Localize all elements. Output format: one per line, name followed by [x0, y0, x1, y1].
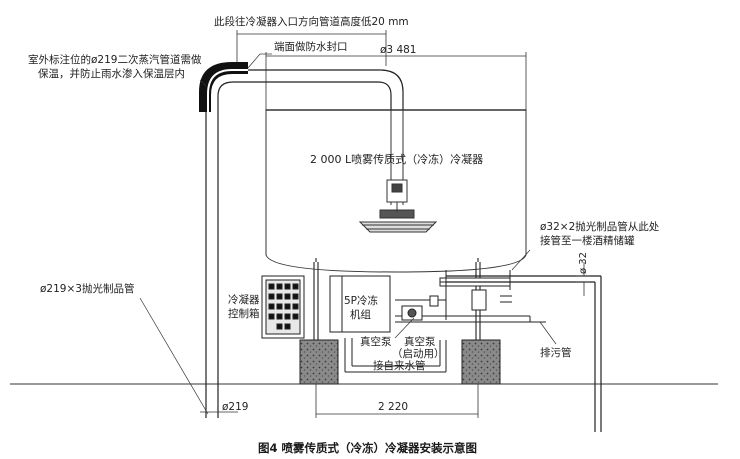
leader-lines	[139, 53, 557, 415]
drain-label: 排污管	[540, 346, 572, 359]
controller-label-line2: 控制箱	[228, 307, 260, 320]
tap-water-label: 接自来水管	[373, 359, 426, 372]
pipe-insulation	[199, 62, 248, 112]
top-note-label: 此段往冷凝器入口方向管道高度低20 mm	[214, 15, 409, 28]
dim-2220-label: 2 220	[378, 401, 408, 413]
pipe-219-label: ø219	[222, 401, 248, 413]
chiller-unit	[329, 275, 391, 333]
top-dimension-bracket	[236, 30, 387, 66]
control-box	[261, 275, 305, 339]
end-seal-label: 端面做防水封口	[274, 40, 348, 53]
width-dimension-line	[265, 52, 527, 110]
pipe-219x3-label: ø219×3抛光制品管	[40, 282, 134, 295]
controller-label-line1: 冷凝器	[228, 293, 260, 306]
spray-head	[358, 110, 438, 233]
chiller-label-line1: 5P冷冻	[344, 294, 379, 307]
transfer-pipe-32	[446, 275, 602, 432]
vacuum-pump-label: 真空泵	[360, 335, 392, 348]
figure-caption: 图4 喷雾传质式（冷冻）冷凝器安装示意图	[258, 441, 477, 455]
outdoor-note-line1: 室外标注位的ø219二次蒸汽管道需做	[28, 53, 202, 66]
foundation-left	[299, 339, 339, 385]
bottom-pipework	[344, 270, 546, 373]
foundation-right	[461, 339, 501, 385]
chiller-label-line2: 机组	[350, 308, 371, 321]
vacuum-pump-start-label-line2: （启动用）	[392, 347, 445, 360]
dim-32-marks	[576, 262, 590, 296]
tank-title-label: 2 000 L喷雾传质式（冷冻）冷凝器	[310, 152, 483, 166]
dim-2220-line	[315, 384, 479, 418]
outdoor-note-line2: 保温，并防止雨水渗入保温层内	[38, 67, 185, 80]
pipe-note-line1: ø32×2抛光制品管从此处	[540, 220, 660, 233]
width-3481-label: ø3 481	[380, 44, 416, 56]
pipe-note-line2: 接管至一楼酒精储罐	[540, 234, 635, 247]
pipe-32-label: ø 32	[578, 252, 589, 274]
vacuum-pump-start-label-line1: 真空泵	[404, 335, 436, 348]
